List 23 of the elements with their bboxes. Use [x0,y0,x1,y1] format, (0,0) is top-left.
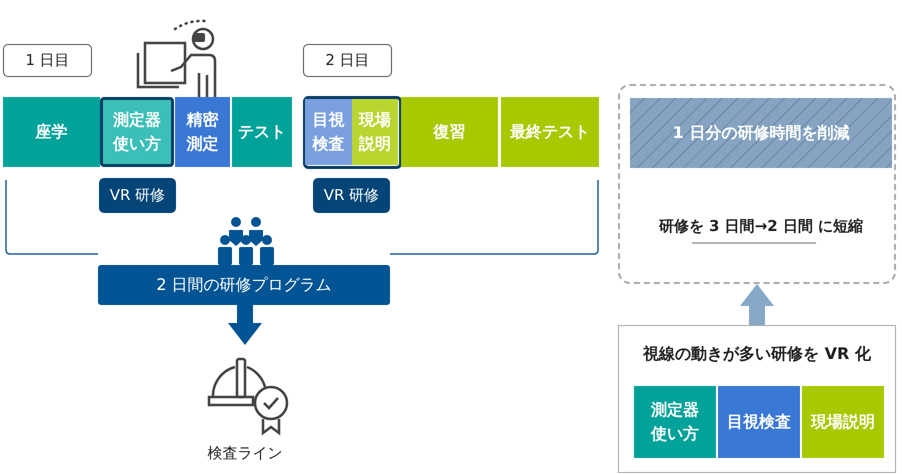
step-box: 目視検査 [305,99,352,165]
step-box: 測定器使い方 [634,386,716,458]
vr-badge: VR 研修 [99,178,176,213]
vr-badge: VR 研修 [313,178,390,213]
arrow [228,305,262,345]
step-box: 精密測定 [175,97,230,167]
step-box: 座学 [3,97,100,167]
summary-text: 研修を 3 日間→2 日間 に短縮 [630,206,892,246]
day-label: 1 日目 [3,44,92,77]
arrow [740,284,774,325]
reduction-box: 1 日分の研修時間を削減 [630,98,892,168]
step-box: 測定器使い方 [100,97,174,167]
step-box: 現場説明 [802,386,884,458]
step-box: 復習 [401,97,498,167]
step-box: 最終テスト [501,97,599,167]
result-panel [618,84,896,284]
step-box: 現場説明 [352,99,398,165]
day-label: 2 日目 [303,44,392,77]
step-box: 目視検査 [718,386,800,458]
step-box: テスト [232,97,292,167]
inspection-line-label: 検査ライン [195,345,295,465]
program-banner: 2 日間の研修プログラム [98,265,390,305]
vr-panel: 視線の動きが多い研修を VR 化 測定器使い方 目視検査 現場説明 [618,325,896,473]
